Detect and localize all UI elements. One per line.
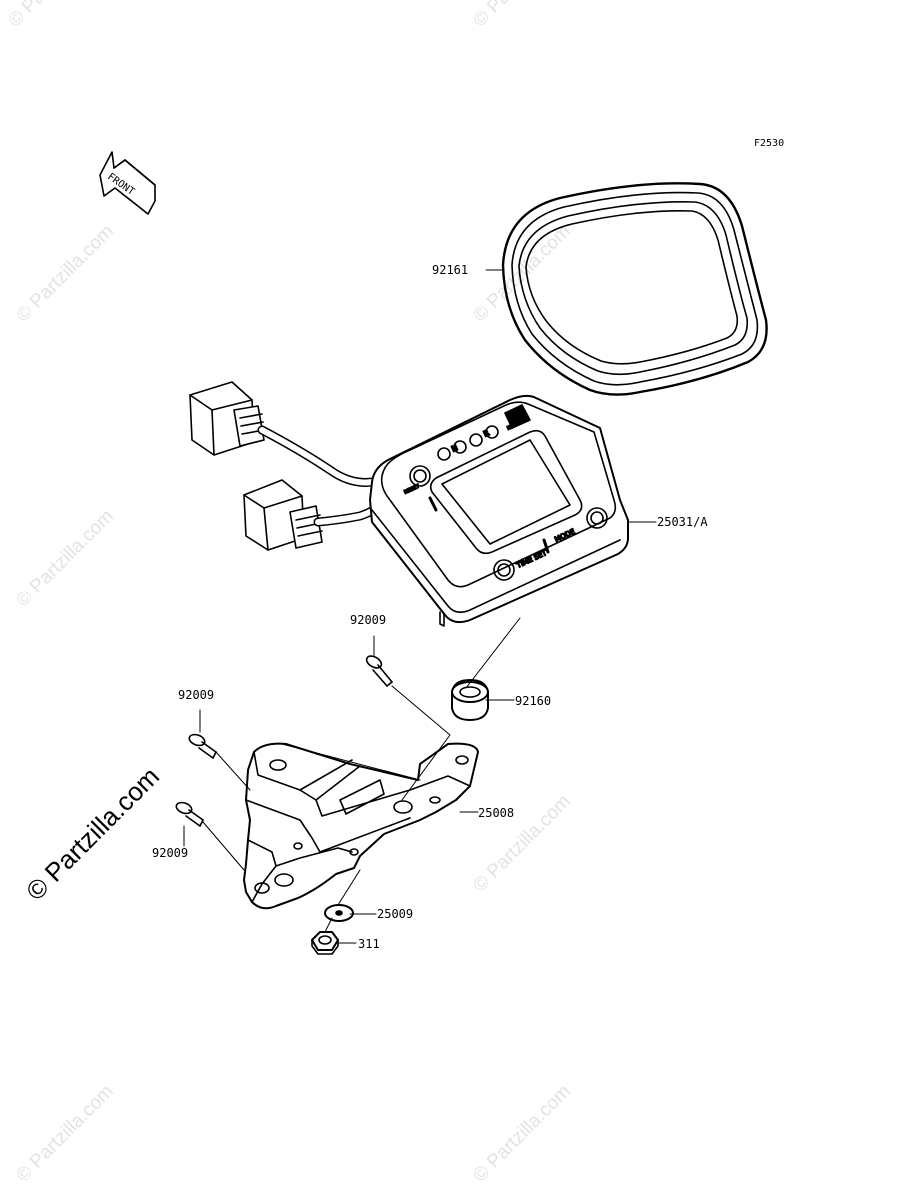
part-label-25008[interactable]: 25008	[478, 806, 515, 820]
front-arrow-icon: FRONT	[99, 151, 156, 215]
grommet-92160	[451, 679, 489, 721]
part-label-92161[interactable]: 92161	[432, 263, 469, 277]
part-label-25031A[interactable]: 25031/A	[657, 515, 708, 529]
part-label-311[interactable]: 311	[358, 937, 380, 951]
diagram-code: F2530	[754, 138, 785, 149]
nut-311	[311, 931, 339, 955]
part-label-25009[interactable]: 25009	[377, 907, 414, 921]
reverse-indicator: R	[482, 428, 491, 439]
meter-assembly-25031A	[369, 394, 629, 627]
bracket-25008	[243, 742, 479, 910]
part-label-92009-top[interactable]: 92009	[350, 613, 387, 627]
part-label-92009-left-lower[interactable]: 92009	[152, 846, 189, 860]
part-label-92160[interactable]: 92160	[515, 694, 552, 708]
leader-lines	[183, 269, 657, 944]
wire-harness	[189, 381, 387, 551]
washer-25009	[324, 904, 354, 922]
lens-seal-92161	[501, 182, 768, 396]
screw-92009-left-upper	[188, 733, 217, 759]
neutral-indicator: N	[450, 443, 459, 454]
screw-92009-left-lower	[175, 801, 204, 827]
part-label-92009-left-upper[interactable]: 92009	[178, 688, 215, 702]
screw-92009-top	[365, 655, 393, 687]
